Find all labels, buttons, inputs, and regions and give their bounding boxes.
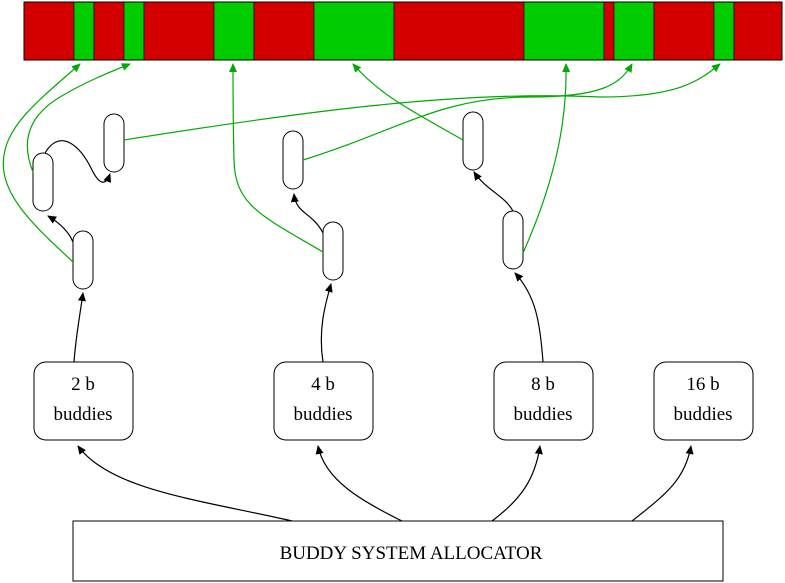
buddy-box-size: 8 b xyxy=(531,374,555,395)
allocator-arrow-8b xyxy=(491,445,543,522)
memory-segment-allocated xyxy=(393,1,525,61)
memory-segment-allocated xyxy=(603,1,615,61)
link-arrow-2b-a-to-b xyxy=(47,215,74,243)
allocator-arrow-16b xyxy=(631,445,694,522)
pointer-arrow-2b-b xyxy=(26,63,131,173)
link-arrow-4b-a-to-b xyxy=(290,193,324,234)
buddy-box-label: buddies xyxy=(673,404,732,425)
memory-bar-border xyxy=(23,1,783,61)
pointer-arrow-4b-b xyxy=(302,63,633,161)
memory-segment-free xyxy=(123,1,145,61)
head-arrow-2b xyxy=(73,292,86,363)
buddy-box-2b: 2 b buddies xyxy=(33,361,134,441)
free-list-node-2b-b xyxy=(32,152,54,212)
buddy-box-size: 16 b xyxy=(686,374,719,395)
free-list-node-4b-b xyxy=(282,130,304,190)
memory-segment-allocated xyxy=(143,1,215,61)
free-list-node-4b-a xyxy=(322,221,344,281)
memory-segment-allocated xyxy=(23,1,75,61)
allocator-arrows xyxy=(77,445,694,522)
allocator-arrow-4b xyxy=(315,445,403,522)
pointer-arrow-2b-c xyxy=(123,63,721,141)
free-list-node-2b-c xyxy=(103,113,125,173)
list-link-arrows xyxy=(44,140,544,363)
free-list-node-8b-a xyxy=(502,210,524,270)
memory-segment-free xyxy=(713,1,735,61)
memory-segment-free xyxy=(613,1,655,61)
pointer-arrow-8b-b xyxy=(352,63,464,141)
head-arrow-4b xyxy=(320,283,333,363)
buddy-box-label: buddies xyxy=(293,404,352,425)
memory-segment-allocated xyxy=(653,1,715,61)
buddy-box-label: buddies xyxy=(53,404,112,425)
buddy-box-label: buddies xyxy=(513,404,572,425)
memory-segment-allocated xyxy=(93,1,125,61)
memory-segment-free xyxy=(73,1,95,61)
pointer-arrow-8b-a xyxy=(522,63,571,254)
head-arrow-8b xyxy=(514,272,544,363)
memory-segment-free xyxy=(523,1,605,61)
allocator-label: BUDDY SYSTEM ALLOCATOR xyxy=(280,543,543,564)
buddy-boxes: 2 b buddies 4 b buddies 8 b buddies 16 b… xyxy=(33,361,754,441)
memory-segment-free xyxy=(213,1,255,61)
memory-segment-free xyxy=(313,1,395,61)
link-arrow-2b-b-to-c xyxy=(44,140,112,183)
buddy-box-size: 4 b xyxy=(311,374,335,395)
pointer-arrow-2b-a xyxy=(2,63,81,263)
buddy-box-size: 2 b xyxy=(71,374,95,395)
memory-bar xyxy=(23,1,783,61)
memory-segment-allocated xyxy=(253,1,315,61)
buddy-box-4b: 4 b buddies xyxy=(273,361,374,441)
pointer-arrow-4b-a xyxy=(229,62,324,253)
buddy-box-8b: 8 b buddies xyxy=(493,361,594,441)
memory-pointer-arrows xyxy=(2,62,721,263)
free-list-nodes xyxy=(32,111,524,290)
memory-segment-allocated xyxy=(733,1,783,61)
free-list-node-8b-b xyxy=(462,111,484,171)
link-arrow-8b-a-to-b xyxy=(473,171,514,212)
buddy-box-16b: 16 b buddies xyxy=(653,361,754,441)
allocator-arrow-2b xyxy=(77,445,293,522)
allocator-box: BUDDY SYSTEM ALLOCATOR xyxy=(72,520,724,582)
free-list-node-2b-a xyxy=(72,230,94,290)
